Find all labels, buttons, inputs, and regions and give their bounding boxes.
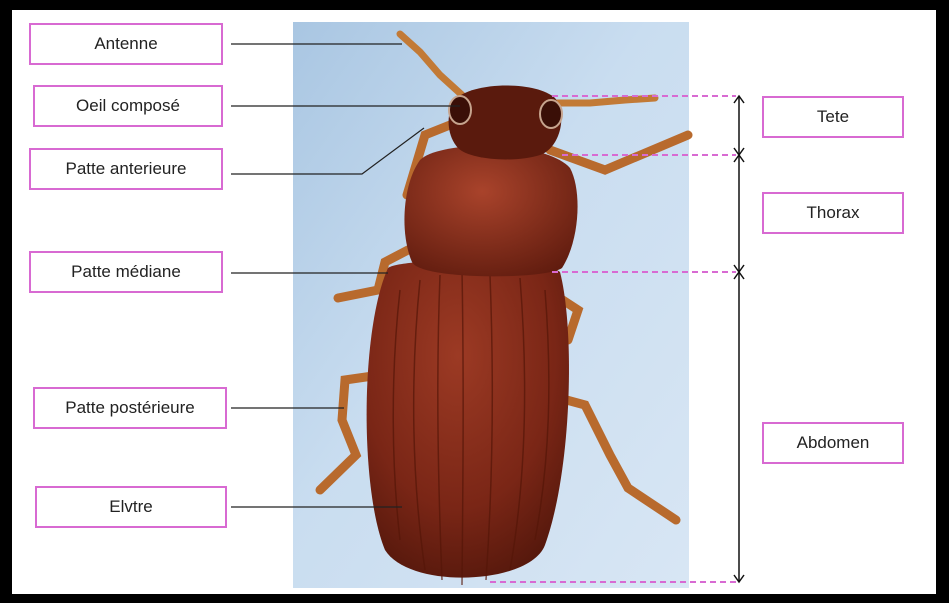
beetle-elytra: [367, 260, 569, 577]
label-abdomen: Abdomen: [762, 422, 904, 464]
label-tete: Tete: [762, 96, 904, 138]
label-thorax: Thorax: [762, 192, 904, 234]
label-elytre: Elvtre: [35, 486, 227, 528]
beetle-eye-left: [449, 96, 471, 124]
label-oeil-compose: Oeil composé: [33, 85, 223, 127]
label-antenne: Antenne: [29, 23, 223, 65]
beetle-eye-right: [540, 100, 562, 128]
label-patte-mediane: Patte médiane: [29, 251, 223, 293]
beetle-thorax: [404, 146, 577, 276]
label-patte-anterieure: Patte anterieure: [29, 148, 223, 190]
label-patte-posterieure: Patte postérieure: [33, 387, 227, 429]
